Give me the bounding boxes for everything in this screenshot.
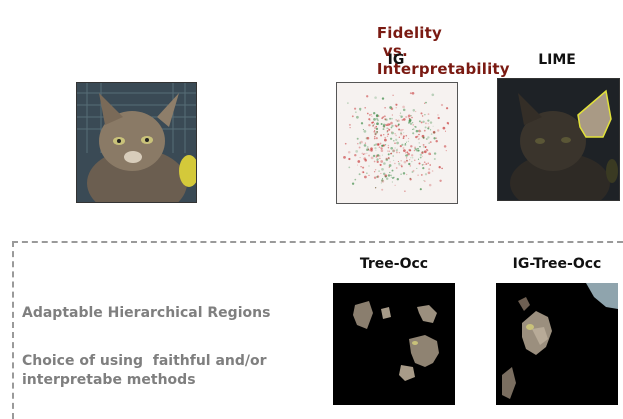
lime-label: LIME: [538, 52, 576, 68]
original-cat-image: [76, 82, 197, 203]
note-adaptable-regions: Adaptable Hierarchical Regions: [22, 305, 271, 321]
title-fidelity: Fidelity: [376, 24, 442, 42]
note-choice-line-2: interpretabe methods: [22, 372, 196, 388]
dashed-border-top: [12, 241, 623, 243]
ig-attribution-map: [336, 82, 458, 204]
diagram-title: Fidelity vs. Interpretability: [366, 6, 510, 78]
ig-tree-occ-image: [496, 283, 618, 405]
note-choice-line-1: Choice of using faithful and/or: [22, 353, 267, 369]
ig-tree-occ-label: IG-Tree-Occ: [512, 256, 602, 272]
ig-label: IG: [387, 52, 405, 68]
lime-highlight-region: [577, 89, 612, 138]
title-interpretability: Interpretability: [376, 60, 510, 78]
title-vs: vs.: [382, 42, 408, 60]
tree-occ-image: [333, 283, 455, 405]
lime-explanation-image: [497, 78, 620, 201]
tree-occ-label: Tree-Occ: [359, 256, 429, 272]
dashed-border-left: [12, 241, 14, 419]
